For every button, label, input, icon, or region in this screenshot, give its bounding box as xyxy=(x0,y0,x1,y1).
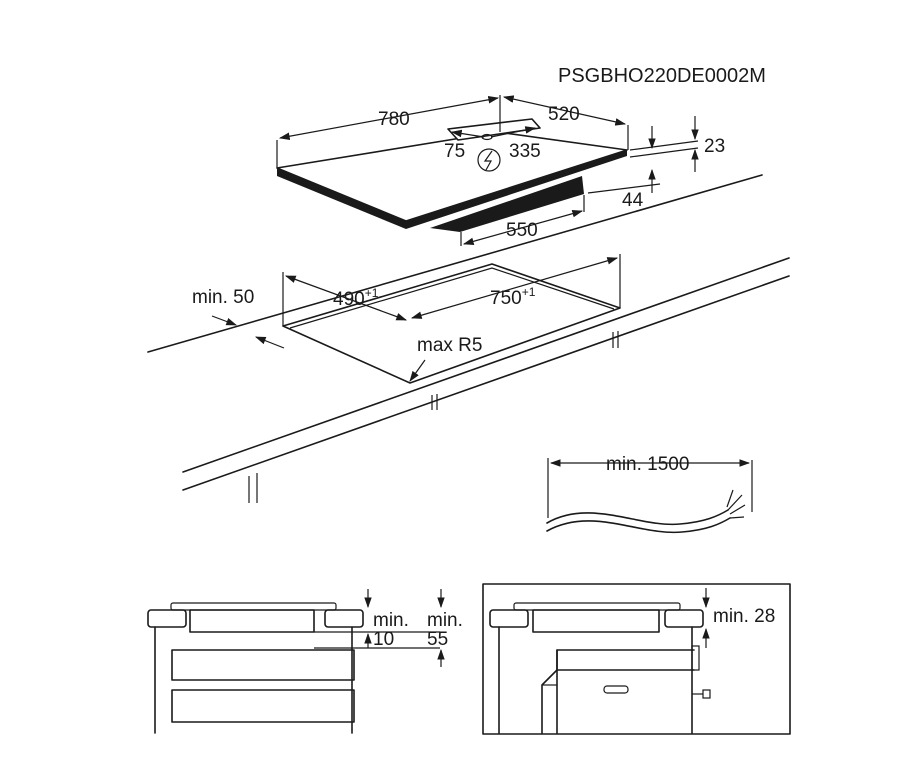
svg-text:520: 520 xyxy=(548,104,580,125)
dim-front-min: min. 50 xyxy=(192,287,285,349)
dim-connection: 75 335 xyxy=(444,126,541,162)
dim-cutout-width: 750+1 xyxy=(410,254,621,319)
lightning-circle-icon xyxy=(477,148,501,172)
svg-text:550: 550 xyxy=(506,220,538,241)
svg-text:10: 10 xyxy=(373,629,394,650)
dim-hob-width: 780 xyxy=(276,95,501,168)
svg-text:750+1: 750+1 xyxy=(490,285,536,309)
svg-text:75: 75 xyxy=(444,141,465,162)
dim-radius: max R5 xyxy=(409,335,482,382)
cable-drawing: min. 1500 xyxy=(546,454,753,534)
dim-depth-under: 44 xyxy=(587,168,661,211)
diagram-code: PSGBHO220DE0002M xyxy=(558,65,766,87)
svg-text:44: 44 xyxy=(622,190,644,211)
install-left-drawing: min. 10 min. 55 xyxy=(147,589,463,734)
svg-text:55: 55 xyxy=(427,629,448,650)
svg-text:min.: min. xyxy=(427,610,463,631)
dim-hob-depth: 520 xyxy=(502,95,629,150)
hob-drawing xyxy=(276,118,628,232)
svg-text:335: 335 xyxy=(509,141,541,162)
dim-height-top: 23 xyxy=(629,116,725,172)
svg-text:min.: min. xyxy=(373,610,409,631)
svg-text:max R5: max R5 xyxy=(417,335,482,356)
dim-cutout-depth: 490+1 xyxy=(282,272,408,326)
svg-text:min. 50: min. 50 xyxy=(192,287,254,308)
install-right-drawing: min. 28 xyxy=(482,583,791,735)
svg-text:min. 1500: min. 1500 xyxy=(606,454,689,475)
svg-text:23: 23 xyxy=(704,136,725,157)
svg-text:min. 28: min. 28 xyxy=(713,606,775,627)
svg-text:780: 780 xyxy=(378,109,410,130)
svg-text:490+1: 490+1 xyxy=(333,286,379,310)
dim-width-under: 550 xyxy=(460,195,585,246)
